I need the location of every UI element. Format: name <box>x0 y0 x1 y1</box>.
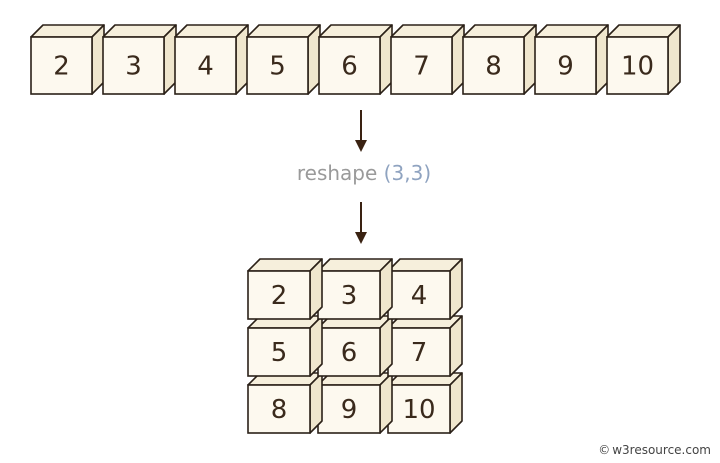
cube-front-face <box>102 36 165 95</box>
input-cube-3: 3 <box>102 24 177 95</box>
input-cube-10: 10 <box>606 24 681 95</box>
input-cube-9: 9 <box>534 24 609 95</box>
cube-front-face <box>534 36 597 95</box>
input-array-row: 2 3 4 5 6 7 8 9 10 <box>30 24 681 95</box>
cube-front-face <box>246 36 309 95</box>
cube-front-face <box>387 270 451 320</box>
watermark-text: w3resource.com <box>612 443 711 457</box>
cube-front-face <box>247 384 311 434</box>
cube-value: 8 <box>485 52 502 82</box>
input-cube-4: 4 <box>174 24 249 95</box>
input-cube-8: 8 <box>462 24 537 95</box>
operation-open-paren: ( <box>384 161 392 185</box>
cube-front-face <box>247 270 311 320</box>
down-arrow-icon <box>355 110 367 152</box>
cube-front-face <box>317 384 381 434</box>
cube-value: 7 <box>411 338 428 368</box>
watermark: ©w3resource.com <box>598 443 711 457</box>
cube-value: 9 <box>557 52 574 82</box>
cube-value: 10 <box>621 52 654 82</box>
cube-front-face <box>247 327 311 377</box>
cube-front-face <box>317 270 381 320</box>
copyright-icon: © <box>598 443 611 457</box>
cube-front-face <box>606 36 669 95</box>
cube-value: 3 <box>125 52 142 82</box>
cube-front-face <box>317 327 381 377</box>
cube-value: 8 <box>271 395 288 425</box>
grid-cube-r1c1: 2 <box>247 258 323 320</box>
input-cube-6: 6 <box>318 24 393 95</box>
operation-label: reshape (3,3) <box>297 161 431 185</box>
input-cube-2: 2 <box>30 24 105 95</box>
cube-front-face <box>462 36 525 95</box>
cube-value: 4 <box>411 281 428 311</box>
grid-cube-r3c1: 8 <box>247 372 323 434</box>
input-cube-7: 7 <box>390 24 465 95</box>
cube-side-face <box>235 24 249 95</box>
output-grid: 10 9 8 7 6 5 4 3 2 <box>247 258 463 434</box>
cube-value: 5 <box>269 52 286 82</box>
cube-front-face <box>174 36 237 95</box>
grid-cube-r1c3: 4 <box>387 258 463 320</box>
cube-value: 7 <box>413 52 430 82</box>
grid-cube-r2c2: 6 <box>317 315 393 377</box>
cube-side-face <box>667 24 681 95</box>
cube-value: 2 <box>53 52 70 82</box>
operation-separator: , <box>404 161 410 185</box>
cube-front-face <box>318 36 381 95</box>
grid-cube-r1c2: 3 <box>317 258 393 320</box>
operation-close-paren: ) <box>423 161 431 185</box>
operation-arg-cols: 3 <box>411 161 424 185</box>
cube-value: 6 <box>341 52 358 82</box>
operation-name: reshape <box>297 161 377 185</box>
cube-value: 9 <box>341 395 358 425</box>
cube-front-face <box>387 327 451 377</box>
cube-value: 3 <box>341 281 358 311</box>
down-arrow-icon <box>355 202 367 244</box>
cube-value: 2 <box>271 281 288 311</box>
cube-value: 4 <box>197 52 214 82</box>
cube-value: 5 <box>271 338 288 368</box>
cube-value: 10 <box>402 395 435 425</box>
cube-side-face <box>91 24 105 95</box>
grid-cube-r2c3: 7 <box>387 315 463 377</box>
grid-cube-r3c2: 9 <box>317 372 393 434</box>
cube-value: 6 <box>341 338 358 368</box>
grid-cube-r3c3: 10 <box>387 372 463 434</box>
cube-side-face <box>163 24 177 95</box>
grid-cube-r2c1: 5 <box>247 315 323 377</box>
cube-front-face <box>387 384 451 434</box>
cube-front-face <box>30 36 93 95</box>
input-cube-5: 5 <box>246 24 321 95</box>
cube-front-face <box>390 36 453 95</box>
operation-arg-rows: 3 <box>391 161 404 185</box>
